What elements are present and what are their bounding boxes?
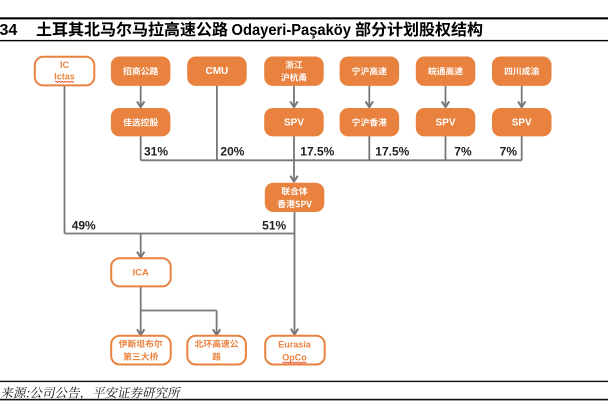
svg-text:OpCo: OpCo — [282, 352, 307, 362]
svg-text:ICA: ICA — [133, 268, 150, 279]
svg-text:Ictas: Ictas — [54, 72, 75, 82]
svg-text:17.5%: 17.5% — [375, 144, 409, 158]
svg-text:7%: 7% — [500, 144, 518, 158]
svg-text:IC: IC — [60, 60, 70, 70]
svg-text:51%: 51% — [262, 218, 286, 232]
svg-text:34: 34 — [0, 22, 17, 39]
svg-text:20%: 20% — [220, 144, 244, 158]
svg-text:CMU: CMU — [206, 66, 229, 77]
svg-text:SPV: SPV — [435, 117, 455, 128]
svg-text:17.5%: 17.5% — [300, 144, 334, 158]
svg-text:SPV: SPV — [512, 117, 532, 128]
svg-text:Odayeri-Paşaköy: Odayeri-Paşaköy — [232, 22, 352, 39]
svg-text:SPV: SPV — [284, 117, 304, 128]
svg-text:7%: 7% — [454, 144, 472, 158]
svg-text:31%: 31% — [144, 144, 168, 158]
svg-text:49%: 49% — [72, 218, 96, 232]
svg-text:Eurasia: Eurasia — [278, 339, 312, 349]
